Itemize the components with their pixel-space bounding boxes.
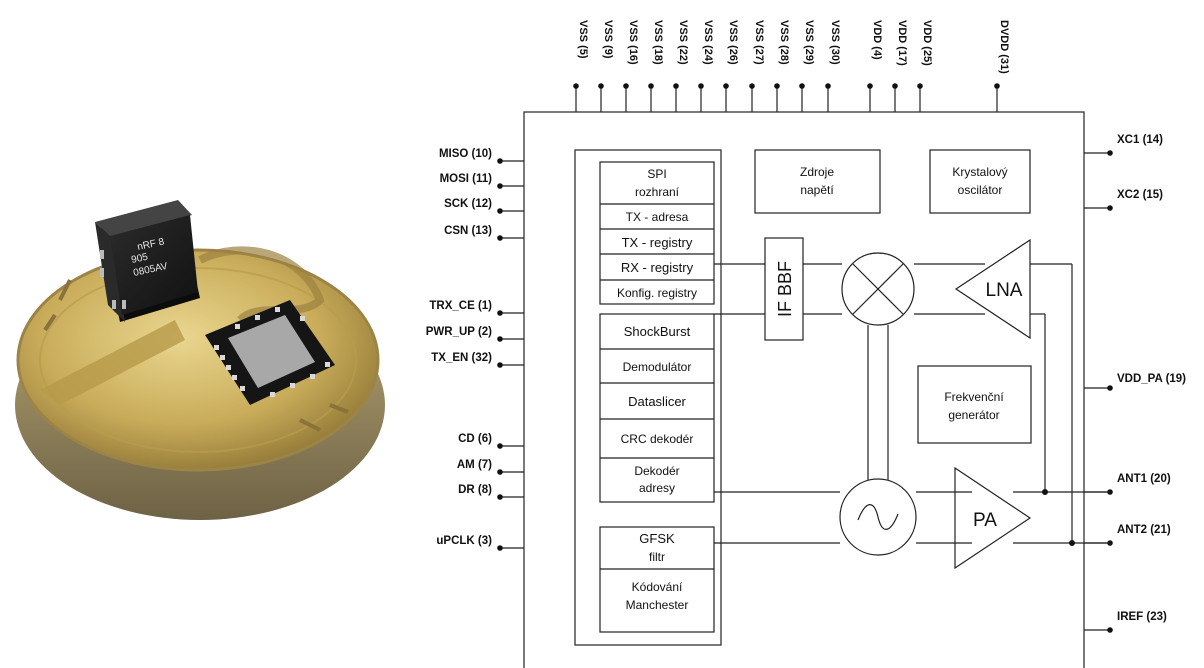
frekvence-label-1: Frekvenční xyxy=(944,390,1004,404)
if-bbf-label: IF BBF xyxy=(775,261,795,317)
dekoder-label-2: adresy xyxy=(639,481,675,495)
right-pin-dot xyxy=(1107,627,1113,633)
left-pin-label: MOSI (11) xyxy=(440,173,493,185)
top-pin-dot xyxy=(623,83,629,89)
top-pin-dot xyxy=(723,83,729,89)
krystal-label-2: oscilátor xyxy=(958,183,1003,197)
right-pin-label: IREF (23) xyxy=(1117,611,1167,623)
top-pin-label: VSS (27) xyxy=(753,20,765,65)
dekoder-label-1: Dekodér xyxy=(634,464,679,478)
top-pin-label: VSS (30) xyxy=(829,20,841,65)
top-pin-label: VSS (9) xyxy=(602,20,614,59)
top-pin-label: VSS (18) xyxy=(652,20,664,65)
top-pin-label: VSS (24) xyxy=(702,20,714,65)
left-pin-dot xyxy=(497,494,503,500)
left-pin-dot xyxy=(497,310,503,316)
lna-label: LNA xyxy=(986,280,1023,301)
right-pin-dot xyxy=(1107,385,1113,391)
top-pin-label: VSS (29) xyxy=(803,20,815,65)
tx-adresa-label: TX - adresa xyxy=(626,210,689,224)
left-pin-dot xyxy=(497,443,503,449)
top-pin-label: VSS (28) xyxy=(778,20,790,65)
right-pin-label: VDD_PA (19) xyxy=(1117,373,1186,385)
left-pin-label: DR (8) xyxy=(458,484,492,496)
oscillator-symbol xyxy=(840,479,916,555)
right-pin-label: ANT2 (21) xyxy=(1117,524,1171,536)
top-pin-dot xyxy=(825,83,831,89)
rx-registry-label: RX - registry xyxy=(621,260,694,275)
right-pin-label: XC1 (14) xyxy=(1117,134,1163,146)
tx-registry-label: TX - registry xyxy=(622,235,693,250)
top-pin-dot xyxy=(598,83,604,89)
right-pins: XC1 (14) XC2 (15) VDD_PA (19) ANT1 (20) ANT2… xyxy=(1084,134,1186,633)
mixer-symbol xyxy=(842,253,914,325)
left-pin-label: CSN (13) xyxy=(444,225,492,237)
konfig-label: Konfig. registry xyxy=(617,286,697,300)
top-pin-label: VSS (22) xyxy=(677,20,689,65)
zdroje-label-2: napětí xyxy=(800,183,834,197)
top-pin-dot xyxy=(994,83,1000,89)
left-pin-label: MISO (10) xyxy=(439,148,492,160)
left-pin-dot xyxy=(497,235,503,241)
left-pin-dot xyxy=(497,469,503,475)
pa-label: PA xyxy=(973,510,997,531)
demodulator-label: Demodulátor xyxy=(623,360,692,374)
kodovani-label-2: Manchester xyxy=(626,598,689,612)
left-pin-label: TX_EN (32) xyxy=(431,352,492,364)
top-pin-label: DVDD (31) xyxy=(998,20,1010,74)
left-pin-label: SCK (12) xyxy=(444,198,492,210)
top-pin-label: VSS (16) xyxy=(627,20,639,65)
left-pin-label: TRX_CE (1) xyxy=(429,300,492,312)
right-pin-dot xyxy=(1107,205,1113,211)
gfsk-label-1: GFSK xyxy=(639,531,675,546)
right-pin-label: ANT1 (20) xyxy=(1117,473,1171,485)
top-pin-dot xyxy=(698,83,704,89)
left-pin-label: uPCLK (3) xyxy=(436,535,492,547)
krystal-block xyxy=(930,150,1030,213)
left-pin-label: PWR_UP (2) xyxy=(426,326,492,338)
zdroje-label-1: Zdroje xyxy=(800,165,834,179)
top-pin-label: VSS (26) xyxy=(727,20,739,65)
gfsk-label-2: filtr xyxy=(649,550,665,564)
left-pin-dot xyxy=(497,208,503,214)
right-pin-label: XC2 (15) xyxy=(1117,189,1163,201)
left-pin-dot xyxy=(497,183,503,189)
top-pin-label: VDD (25) xyxy=(921,20,933,66)
spi-label-2: rozhraní xyxy=(635,185,680,199)
krystal-label-1: Krystalový xyxy=(952,165,1007,179)
left-pin-dot xyxy=(497,158,503,164)
zdroje-block xyxy=(755,150,880,213)
top-pin-dot xyxy=(774,83,780,89)
top-pin-dot xyxy=(749,83,755,89)
left-pin-label: AM (7) xyxy=(457,459,492,471)
top-pin-label: VSS (5) xyxy=(577,20,589,59)
frekvence-label-2: generátor xyxy=(948,408,999,422)
left-pin-label: CD (6) xyxy=(458,433,492,445)
top-pin-label: VDD (17) xyxy=(896,20,908,66)
dataslicer-label: Dataslicer xyxy=(628,394,686,409)
top-pin-dot xyxy=(867,83,873,89)
top-pin-dot xyxy=(917,83,923,89)
right-pin-dot xyxy=(1107,150,1113,156)
top-pin-dot xyxy=(648,83,654,89)
frekvence-block xyxy=(918,366,1031,443)
left-pins: MISO (10) MOSI (11) SCK (12) CSN (13) TRX_CE… xyxy=(426,148,524,551)
top-pin-dot xyxy=(673,83,679,89)
shockburst-label: ShockBurst xyxy=(624,324,691,339)
top-pin-label: VDD (4) xyxy=(871,20,883,60)
left-pin-dot xyxy=(497,545,503,551)
left-pin-dot xyxy=(497,336,503,342)
crc-label: CRC dekodér xyxy=(621,432,694,446)
kodovani-label-1: Kódování xyxy=(632,580,683,594)
spi-label-1: SPI xyxy=(647,167,666,181)
top-pins: VSS (5) VSS (9) VSS (16) VSS (18) VSS (22) VS… xyxy=(573,20,1010,112)
left-pin-dot xyxy=(497,362,503,368)
top-pin-dot xyxy=(892,83,898,89)
top-pin-dot xyxy=(799,83,805,89)
top-pin-dot xyxy=(573,83,579,89)
